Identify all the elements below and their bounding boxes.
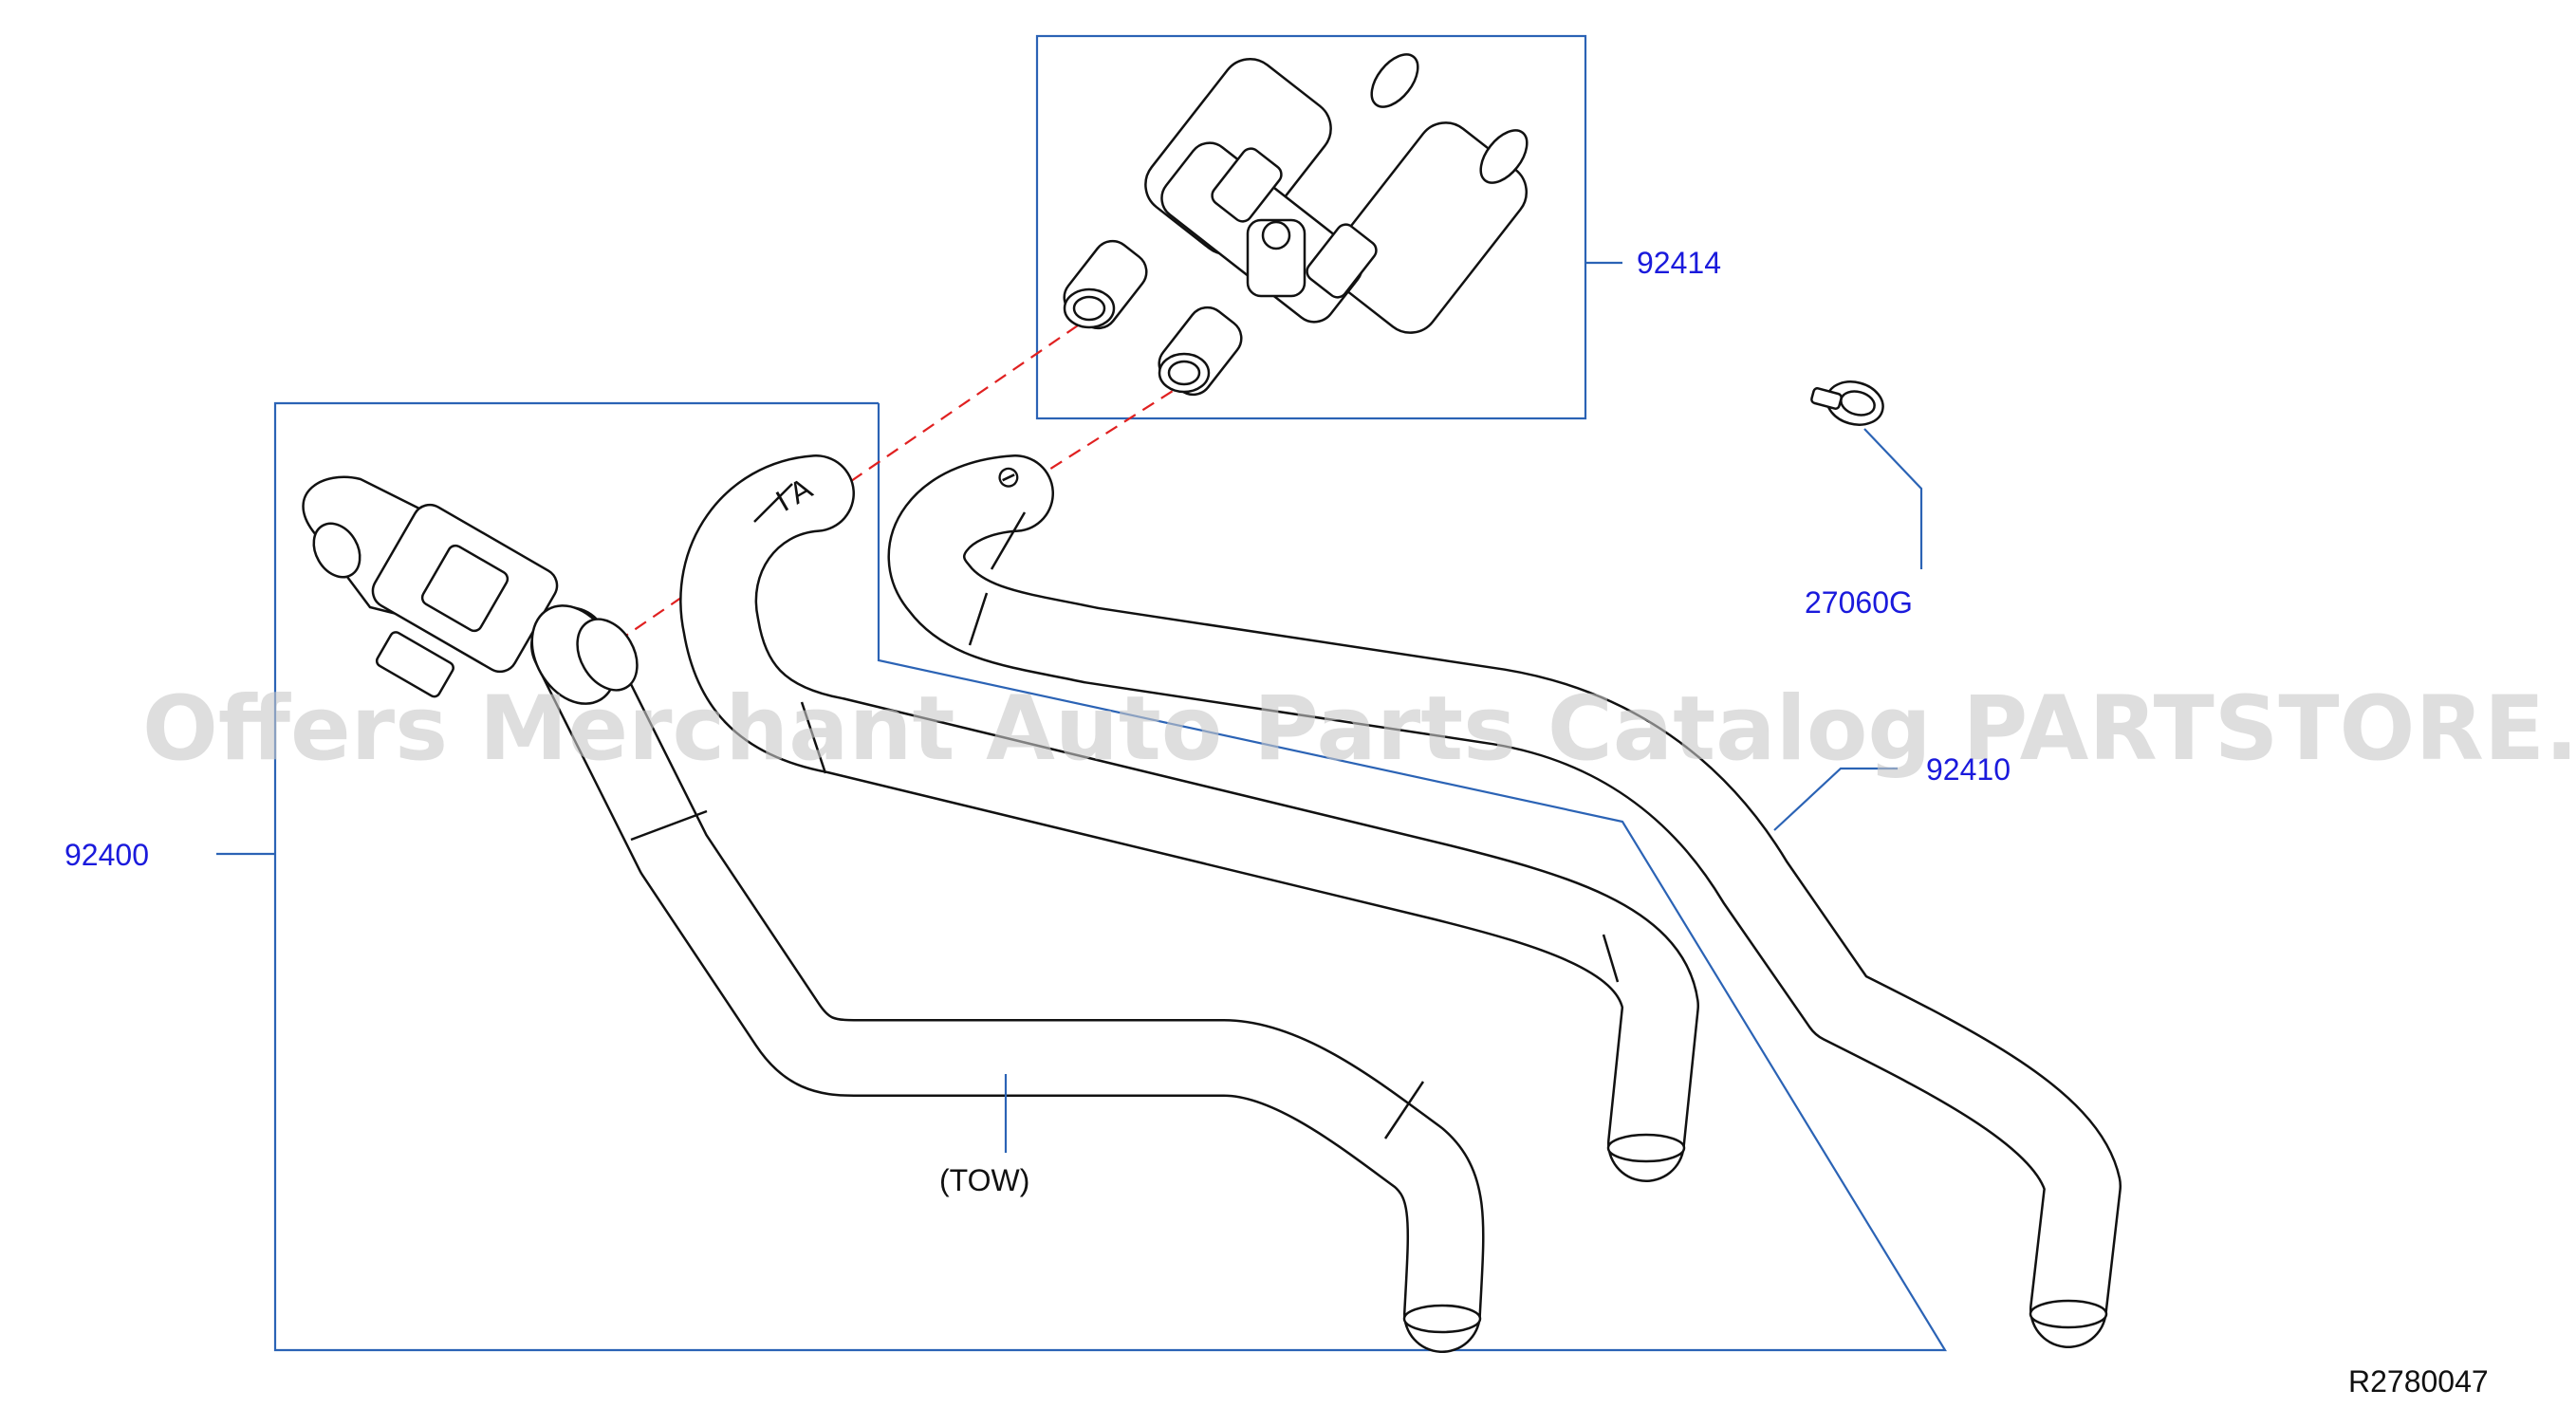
hose-92400 — [530, 606, 1485, 1353]
label-92400[interactable]: 92400 — [65, 838, 149, 872]
hose-middle: I A — [679, 454, 1699, 1182]
connector-elbow — [302, 475, 639, 705]
watermark: Offers Merchant Auto Parts Catalog PARTS… — [142, 677, 2576, 781]
hose-92410: ⊖ — [887, 454, 2122, 1348]
hose-frame-92400 — [273, 401, 1947, 1352]
alignment-line-lower — [1033, 379, 1192, 480]
callout-27060G — [1863, 428, 1923, 569]
label-92410[interactable]: 92410 — [1926, 752, 2011, 787]
valve-frame-92414 — [1035, 34, 1587, 420]
label-92414[interactable]: 92414 — [1637, 246, 1721, 280]
diagram-reference: R2780047 — [2348, 1364, 2489, 1399]
callout-92410 — [1773, 767, 1898, 831]
label-tow: (TOW) — [939, 1163, 1029, 1197]
heater-valve-92414 — [1063, 53, 1529, 397]
hose-clamp-27060G — [1810, 380, 1884, 426]
label-27060G[interactable]: 27060G — [1805, 585, 1913, 620]
